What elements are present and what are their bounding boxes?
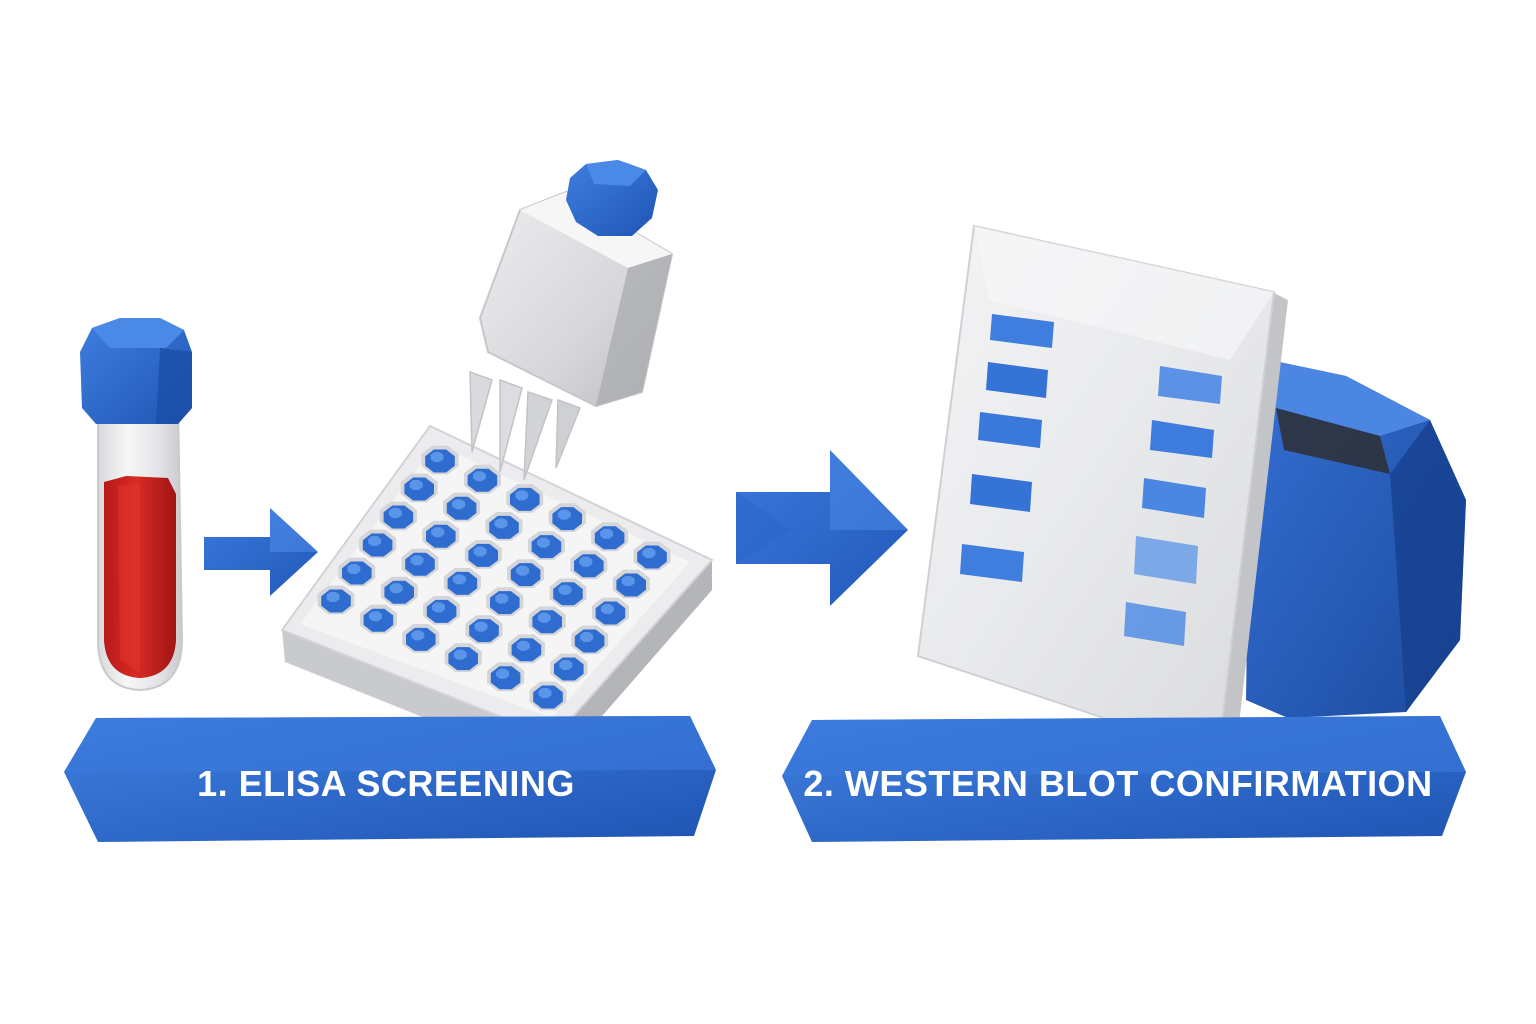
microplate-icon (280, 424, 714, 770)
microplate-wells (317, 445, 671, 711)
blood-sample-tube-icon (80, 318, 192, 692)
blot-lane-right (1124, 366, 1222, 646)
well-highlight (642, 548, 656, 558)
well-highlight (558, 584, 572, 595)
well-highlight (389, 583, 403, 594)
well-highlight (537, 612, 551, 623)
arrow-right-icon (204, 508, 318, 596)
well-highlight (621, 576, 635, 586)
well-highlight (473, 546, 487, 557)
well-highlight (431, 527, 445, 538)
multichannel-pipette-icon (469, 160, 674, 481)
well-highlight (580, 632, 594, 642)
step-2-banner: 2. WESTERN BLOT CONFIRMATION (782, 716, 1466, 842)
well-highlight (474, 621, 488, 632)
well-highlight (495, 593, 509, 604)
electrophoresis-tank-icon (1246, 360, 1466, 718)
well-highlight (515, 490, 529, 501)
well-highlight (452, 574, 466, 585)
step-2-label: 2. WESTERN BLOT CONFIRMATION (803, 763, 1432, 804)
well-highlight (536, 537, 550, 548)
well-highlight (388, 508, 402, 518)
well-highlight (409, 480, 423, 490)
step-1-banner: 1. ELISA SCREENING (64, 716, 716, 842)
arrow-right-icon (736, 450, 908, 606)
well-highlight (579, 556, 593, 567)
well-highlight (557, 509, 571, 520)
well-highlight (496, 668, 510, 679)
well-highlight (347, 564, 361, 574)
well-highlight (410, 555, 424, 566)
well-highlight (472, 471, 486, 482)
well-highlight (411, 630, 425, 641)
well-highlight (368, 536, 382, 546)
well-highlight (432, 602, 446, 613)
well-highlight (368, 611, 382, 622)
step-1-label: 1. ELISA SCREENING (197, 763, 575, 804)
well-highlight (538, 688, 552, 698)
well-highlight (600, 528, 614, 539)
blot-lane-left (960, 314, 1054, 582)
western-blot-membrane-icon (916, 224, 1288, 758)
well-highlight (516, 565, 530, 576)
well-highlight (516, 640, 530, 651)
well-highlight (430, 452, 444, 462)
well-highlight (326, 592, 340, 602)
well-highlight (453, 649, 467, 660)
well-highlight (494, 518, 508, 529)
well-highlight (600, 604, 614, 614)
well-highlight (559, 660, 573, 670)
well-highlight (452, 499, 466, 510)
